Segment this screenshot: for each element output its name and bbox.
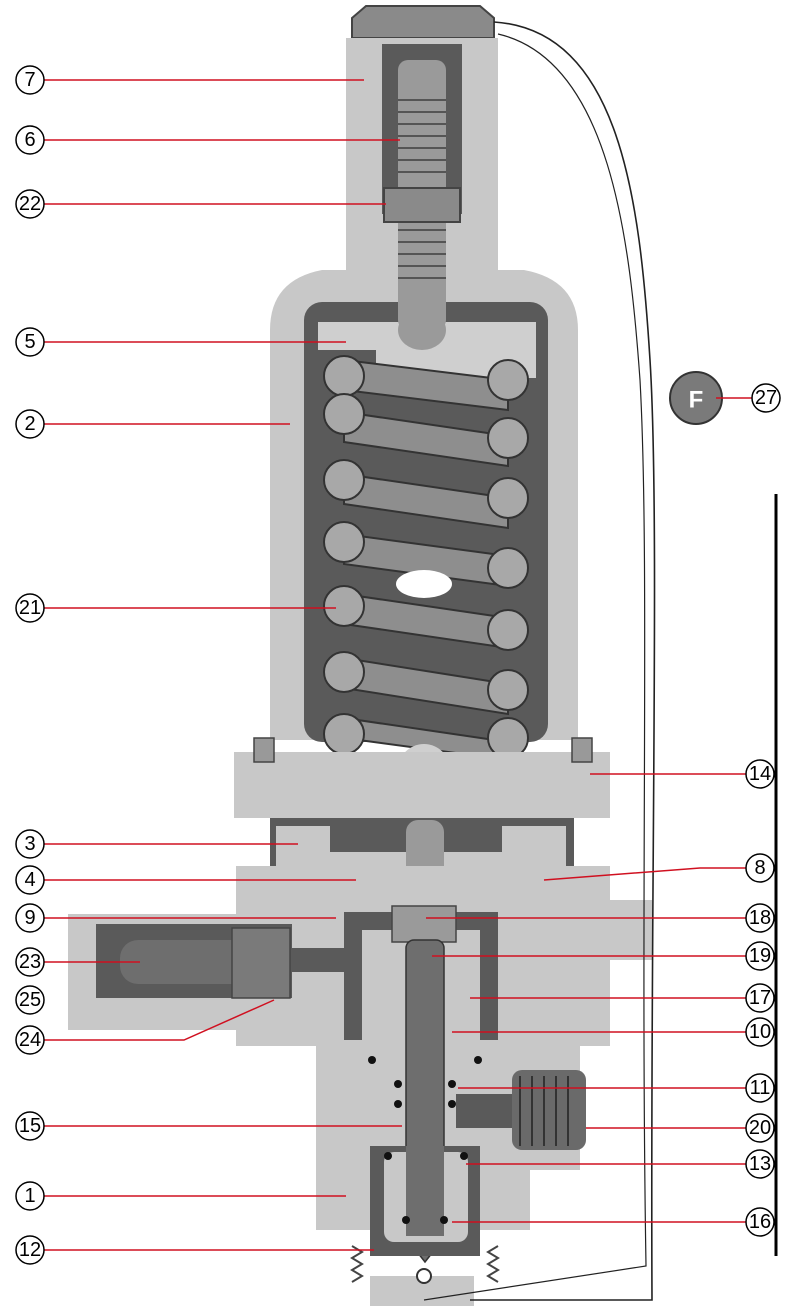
spring <box>323 355 529 762</box>
callout-20: 20 <box>586 1113 775 1143</box>
callout-17: 17 <box>470 983 775 1013</box>
outlet-plug <box>512 1070 586 1150</box>
flange-bolt-right <box>571 737 593 763</box>
callout-18: 18 <box>426 903 775 933</box>
bonnet-flange <box>234 752 610 818</box>
callout-label: 3 <box>24 833 35 855</box>
outlet-fitting <box>456 1094 520 1128</box>
callout-11: 11 <box>458 1073 775 1103</box>
callout-14: 14 <box>590 759 775 789</box>
callout-label: 15 <box>19 1115 41 1137</box>
lock-nut <box>383 187 461 223</box>
callout-label: 7 <box>24 69 35 91</box>
callout-15: 15 <box>15 1111 402 1141</box>
callout-label: 27 <box>755 387 777 409</box>
valve-cross-section: F <box>68 5 778 1306</box>
callout-16: 16 <box>452 1207 775 1237</box>
callout-1: 1 <box>15 1181 346 1211</box>
callout-label: 11 <box>750 1077 771 1099</box>
callout-7: 7 <box>15 65 364 95</box>
test-port <box>416 1268 432 1284</box>
callout-25: 25 <box>15 985 45 1015</box>
callout-label: 18 <box>749 907 771 929</box>
callout-label: 2 <box>24 413 35 435</box>
callout-label: 25 <box>19 989 41 1011</box>
callout-label: 1 <box>24 1185 35 1207</box>
callout-label: 6 <box>24 129 35 151</box>
callout-label: 12 <box>19 1239 41 1261</box>
callout-label: 9 <box>24 907 35 929</box>
thread-marks <box>350 1245 500 1283</box>
o-rings <box>368 1056 482 1224</box>
lift-wire-2 <box>423 33 647 1301</box>
callout-label: 20 <box>749 1117 771 1139</box>
callout-label: 17 <box>749 987 771 1009</box>
callout-24: 24 <box>15 999 275 1055</box>
callout-21: 21 <box>15 593 336 623</box>
callout-label: 4 <box>24 869 35 891</box>
callout-label: 22 <box>19 193 41 215</box>
callout-23: 23 <box>15 947 140 977</box>
gauge-letter: F <box>689 387 704 414</box>
callout-label: 21 <box>19 597 41 619</box>
upper-spring-plate <box>318 322 536 378</box>
callout-13: 13 <box>466 1149 775 1179</box>
flange-bolt-left <box>253 737 275 763</box>
callout-3: 3 <box>15 829 298 859</box>
screw-tip <box>398 310 446 350</box>
callout-label: 10 <box>749 1021 771 1043</box>
callout-8: 8 <box>543 853 775 883</box>
callout-4: 4 <box>15 865 356 895</box>
callout-12: 12 <box>15 1235 374 1265</box>
callout-22: 22 <box>15 189 386 219</box>
inlet-channel <box>292 948 350 972</box>
callout-label: 8 <box>754 857 765 879</box>
seat-disc <box>391 905 457 943</box>
callout-label: 19 <box>749 945 771 967</box>
callout-label: 14 <box>749 763 771 785</box>
callout-6: 6 <box>15 125 400 155</box>
callout-5: 5 <box>15 327 346 357</box>
callout-2: 2 <box>15 409 290 439</box>
callout-label: 23 <box>19 951 41 973</box>
callout-label: 13 <box>749 1153 771 1175</box>
stem-through-bushing <box>406 1146 444 1236</box>
callout-label: 5 <box>24 331 35 353</box>
cap-nut <box>351 5 495 39</box>
inlet-thread-nut <box>231 927 291 999</box>
callout-19: 19 <box>432 941 775 971</box>
callout-27: 27 <box>716 383 781 413</box>
callout-9: 9 <box>15 903 336 933</box>
screw-threads <box>398 99 446 279</box>
callouts-left: 7 6 22 5 2 21 3 4 9 23 25 24 15 1 12 <box>15 65 402 1265</box>
callouts-right: 27 14 8 18 19 17 10 11 20 13 16 <box>426 383 781 1237</box>
callout-label: 24 <box>19 1029 41 1051</box>
lift-wire <box>470 21 656 1301</box>
callout-label: 16 <box>749 1211 771 1233</box>
callout-10: 10 <box>452 1017 775 1047</box>
